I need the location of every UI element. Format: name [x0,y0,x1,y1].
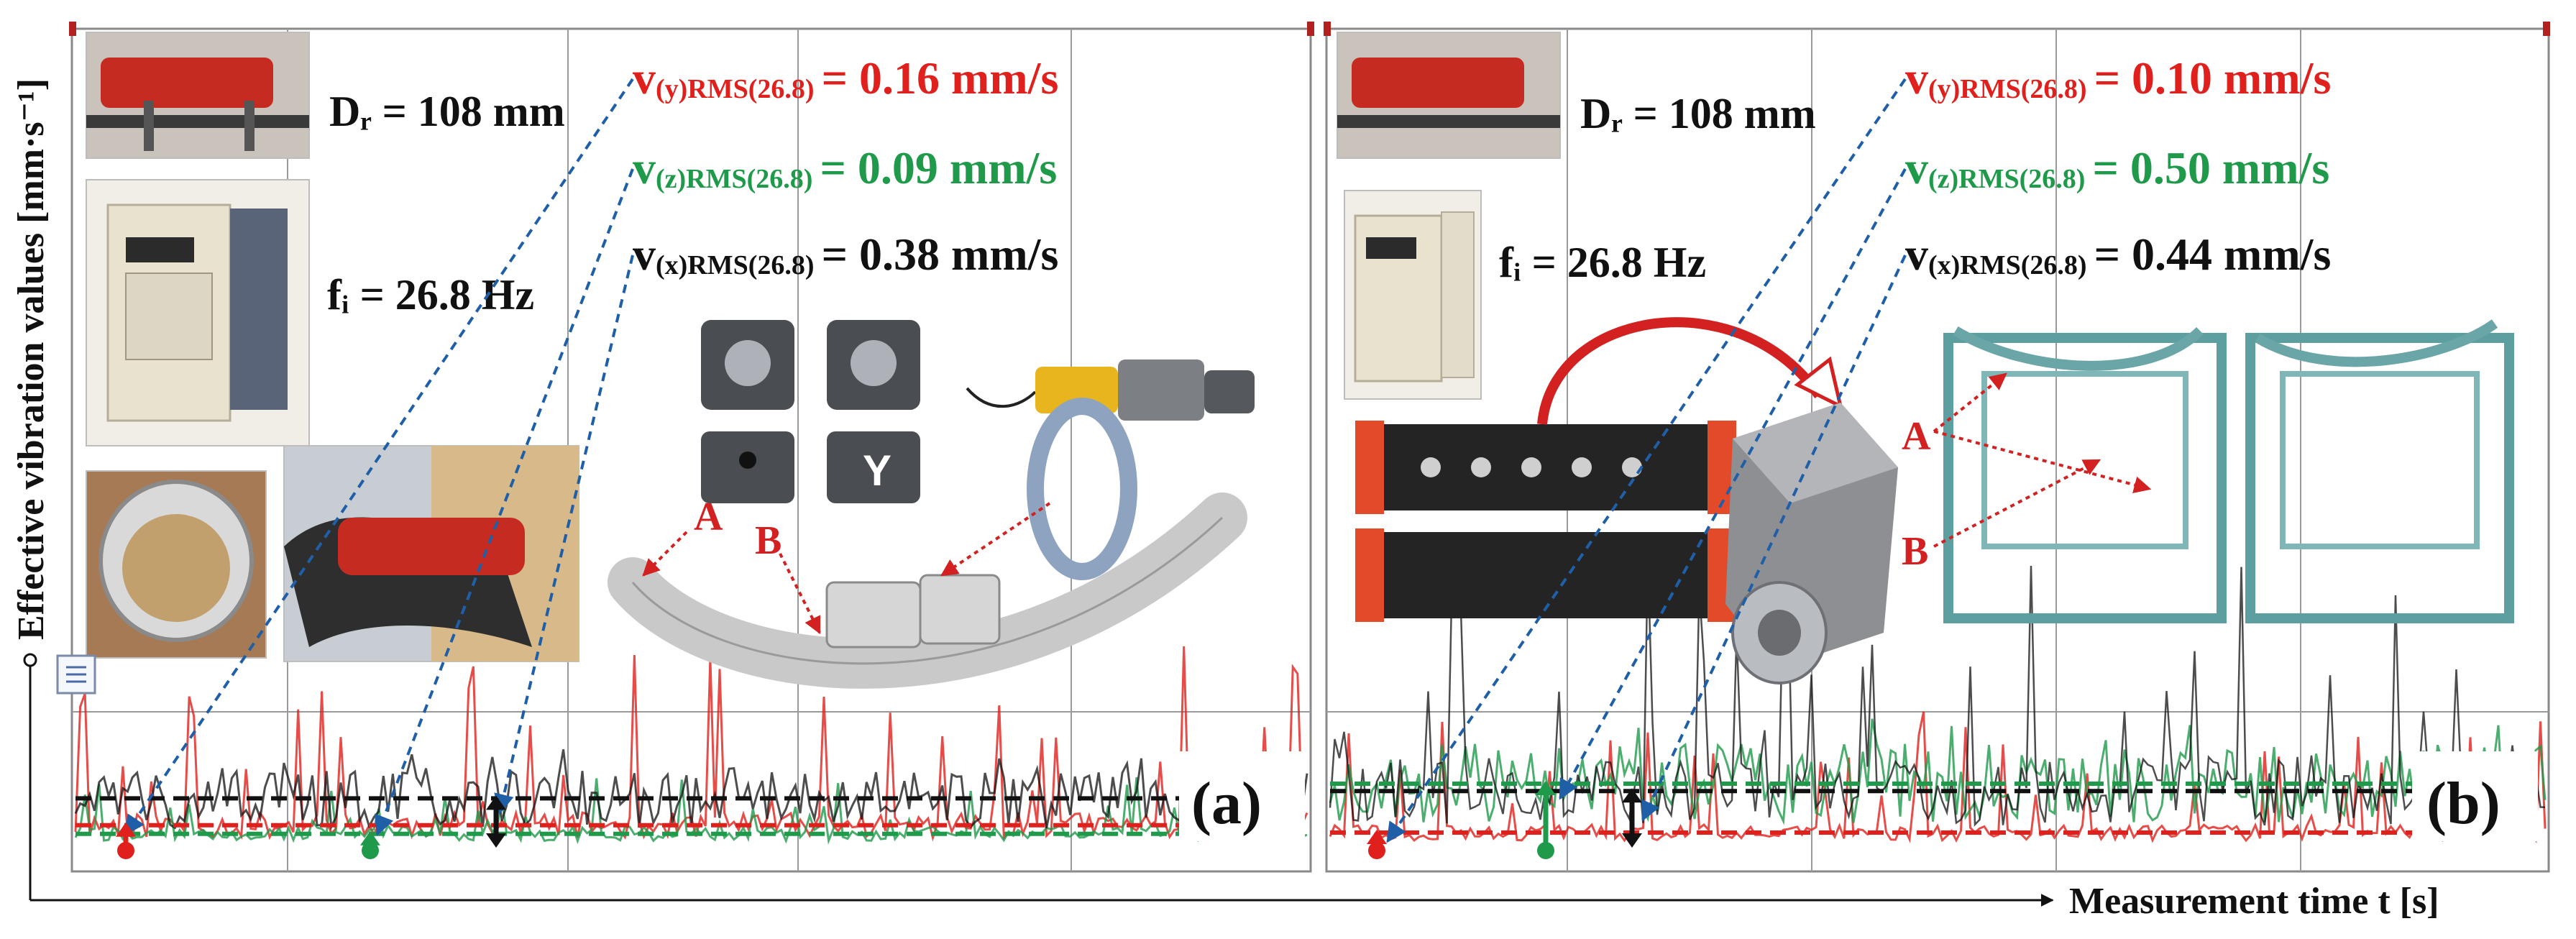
rms-indicator-dot [117,842,134,859]
panel-b-diameter-label: Dᵣ = 108 mm [1580,90,1816,137]
marker-b-pointer [779,553,821,635]
flow-arrow-head [1794,356,1843,410]
frequency-inverter-photo-b [1344,190,1482,400]
callout-arrow-y [1386,78,1907,843]
bearing-ring-photo [86,470,267,659]
callout-arrow-y [124,78,634,836]
rms-indicator-tip [486,833,506,848]
marker-b-pointer-b [1933,459,2101,548]
panel-b: A B Dᵣ = 108 mm fᵢ = 26.8 Hz v(y)RMS(26.… [1324,22,2550,873]
rms-label-x: v(x)RMS(26.8)= 0.38 mm/s [633,229,1058,280]
roller-photo [86,32,310,159]
series-trace-z [1329,718,2547,825]
marker-a-pointer-b2 [1933,430,2152,494]
y-axis-label: Effective vibration values [mm·s⁻¹] [11,78,52,640]
garland-idler-drawing [608,398,1247,689]
roller-photo-b [1337,32,1561,159]
rms-label-y: v(y)RMS(26.8)= 0.10 mm/s [1905,52,2331,104]
rms-label-z: v(z)RMS(26.8)= 0.50 mm/s [1905,142,2329,194]
callout-arrow-z [374,168,634,836]
rms-indicator-tip [1367,830,1387,844]
rms-label-y: v(y)RMS(26.8)= 0.16 mm/s [633,52,1058,104]
panel-b-corner-mark-right [2543,22,2550,36]
panel-a-frame [70,27,1312,873]
data-acquisition-unit-photo [1355,421,1736,622]
rms-indicator-tip [1536,781,1556,795]
x-axis-label: Measurement time t [s] [2069,881,2439,922]
rms-indicator-tip [360,830,380,846]
panel-b-letter: (b) [2426,770,2501,837]
panel-a-label-box [1179,751,1305,841]
flow-arrow [1537,317,1823,425]
rms-indicator-dot [1368,842,1385,859]
svg-text:Y: Y [863,446,891,495]
accelerometer-photo: Y [701,320,920,503]
rms-indicator-tip [1622,788,1642,803]
panel-b-label-box [2412,751,2538,841]
rms-label-z: v(z)RMS(26.8)= 0.09 mm/s [633,142,1057,194]
marker-a-label: A [694,495,723,539]
rms-indicator-dot [1537,842,1554,859]
panel-a-corner-mark-left [69,22,76,36]
marker-b-label-b: B [1902,529,1928,574]
panel-b-frequency-label: fᵢ = 26.8 Hz [1499,239,1706,286]
chart-icon[interactable] [56,654,96,695]
panel-a: Y A B Dᵣ = 108 mm fᵢ = 26.8 Hz v(y)RMS(2… [56,22,1314,873]
rms-indicator-tip [1622,833,1642,848]
triaxial-sensor-photo [1725,403,1898,684]
rms-indicator-dot [362,842,379,859]
panel-b-gridlines [1326,29,2549,871]
frequency-inverter-photo [86,179,310,446]
rms-label-x: v(x)RMS(26.8)= 0.44 mm/s [1905,229,2331,280]
marker-a-label-b: A [1902,414,1931,459]
test-stand-drawing [1943,319,2514,623]
callout-arrow-x [1641,255,1907,822]
panel-a-letter: (a) [1191,770,1262,837]
y-axis-origin-marker [23,653,37,667]
callout-arrow-x [494,255,634,815]
panel-a-diameter-label: Dᵣ = 108 mm [329,88,565,135]
marker-a-pointer-b [1933,372,2007,433]
rms-indicator-tip [486,795,506,810]
panel-a-frequency-label: fᵢ = 26.8 Hz [327,271,534,319]
rms-indicator-tip [116,822,136,837]
marker-a-pointer [642,531,688,577]
marker-b-label: B [755,518,781,563]
belt-roller-photo [283,445,579,662]
panel-a-corner-mark-right [1307,22,1314,36]
panel-b-corner-mark-left [1324,22,1331,36]
